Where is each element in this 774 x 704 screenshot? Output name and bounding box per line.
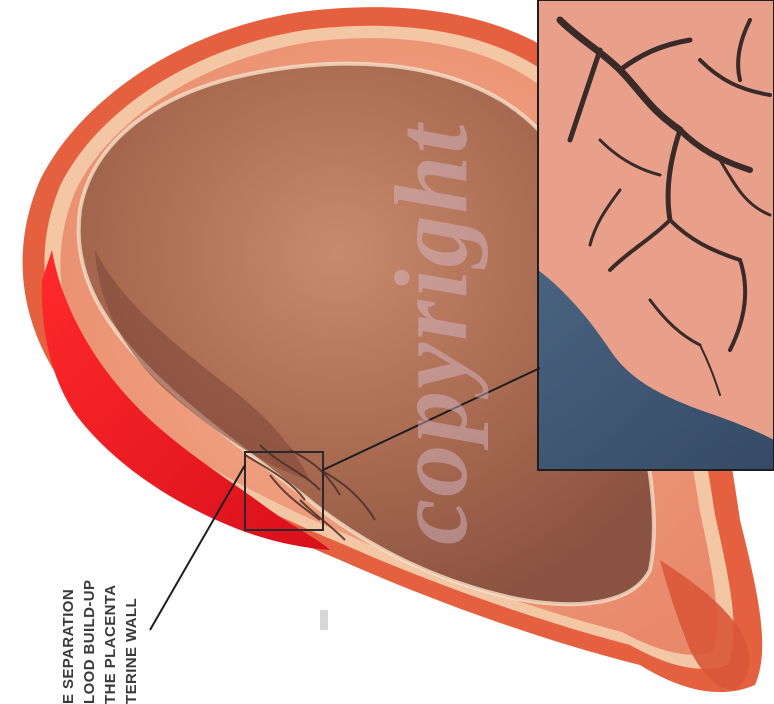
caption-line: LOOD BUILD-UP	[79, 534, 100, 704]
caption-line: THE PLACENTA	[100, 534, 121, 704]
magnified-inset	[538, 0, 774, 470]
caption-line: E SEPARATION	[58, 534, 79, 704]
scan-artifact	[320, 610, 328, 630]
copyright-watermark: copyright	[372, 123, 491, 545]
caption: E SEPARATION LOOD BUILD-UP THE PLACENTA …	[58, 534, 142, 704]
caption-line: TERINE WALL	[121, 534, 142, 704]
